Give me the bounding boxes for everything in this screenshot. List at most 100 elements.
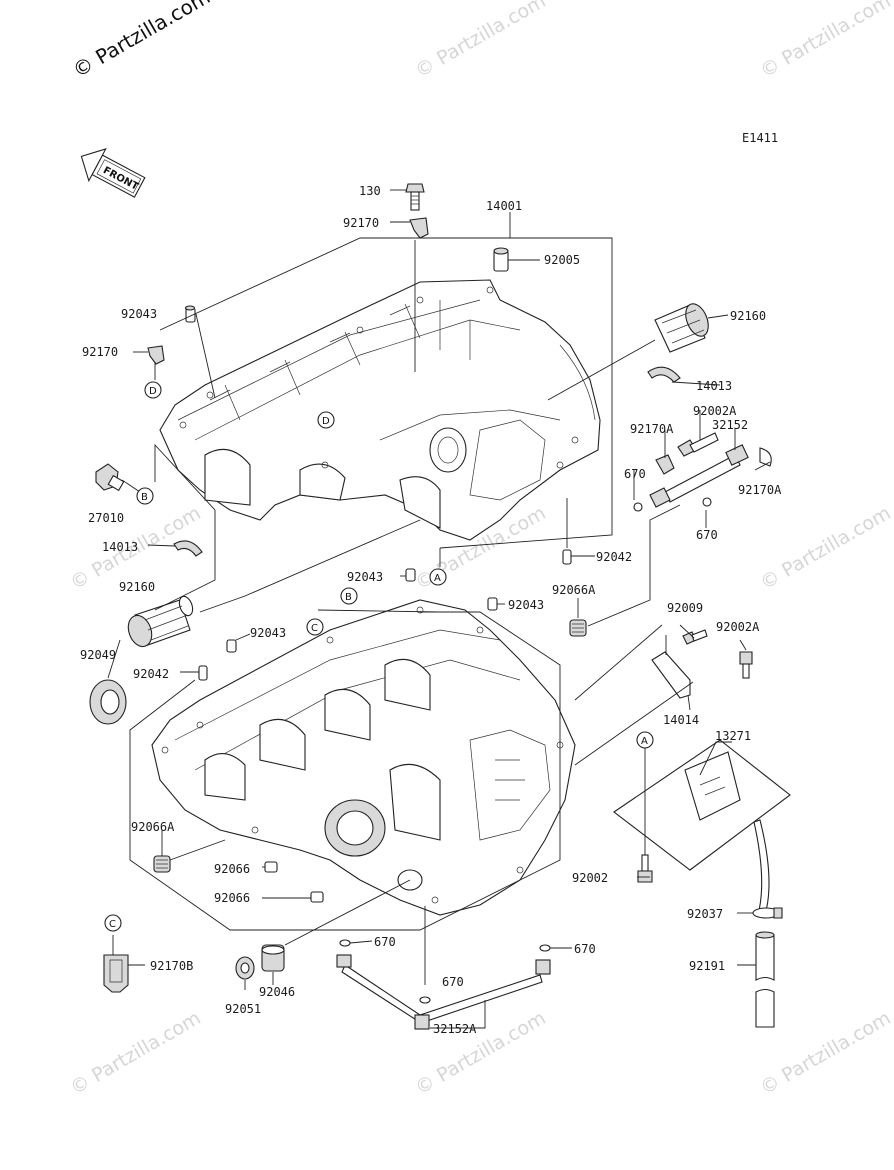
corner-watermark: © Partzilla.com xyxy=(69,0,215,82)
hose-92191-icon xyxy=(755,931,775,1028)
part-label-92042: 92042 xyxy=(596,550,632,564)
o-ring-670-icon xyxy=(539,944,551,952)
part-label-92005: 92005 xyxy=(544,253,580,267)
pipe-32152a-icon xyxy=(336,954,551,1030)
ref-circle-b-1: B xyxy=(136,487,154,505)
switch-27010-icon xyxy=(95,463,125,492)
ref-circle-a-2: A xyxy=(636,731,654,749)
part-label-92170a: 92170A xyxy=(630,422,674,436)
dowel-92042-right-icon xyxy=(562,549,572,565)
plug-92066-icon xyxy=(264,861,278,873)
part-label-92160: 92160 xyxy=(119,580,155,594)
plug-92066a-left-icon xyxy=(153,855,171,873)
part-label-92066a: 92066A xyxy=(131,820,175,834)
svg-text:B: B xyxy=(141,492,148,503)
part-label-92002a: 92002A xyxy=(716,620,760,634)
clamp-92037-icon xyxy=(752,907,783,919)
part-label-32152a: 32152A xyxy=(433,1022,477,1036)
bearing-92046-icon xyxy=(261,944,285,972)
svg-text:A: A xyxy=(641,736,648,747)
svg-text:C: C xyxy=(311,623,318,634)
clamp-92170-left-icon xyxy=(147,345,165,365)
bearing-92160-right-icon xyxy=(654,303,709,353)
clamp-92170a-right-icon xyxy=(759,447,772,467)
part-labels: 130 92170 14001 92005 92043 92160 92170 … xyxy=(80,184,782,1036)
dowel-92042-left-icon xyxy=(198,665,208,681)
part-label-92049: 92049 xyxy=(80,648,116,662)
watermark: © Partzilla.com xyxy=(757,1007,894,1099)
part-label-92042: 92042 xyxy=(133,667,169,681)
part-label-92066a: 92066A xyxy=(552,583,596,597)
part-label-92037: 92037 xyxy=(687,907,723,921)
svg-text:D: D xyxy=(149,386,157,397)
part-label-670: 670 xyxy=(442,975,464,989)
part-label-92043: 92043 xyxy=(508,598,544,612)
part-label-130: 130 xyxy=(359,184,381,198)
oil-seal-92049-icon xyxy=(89,679,127,725)
o-ring-670-icon xyxy=(702,497,712,507)
part-label-670: 670 xyxy=(574,942,596,956)
clamp-92170a-icon xyxy=(655,454,675,475)
part-label-92002: 92002 xyxy=(572,871,608,885)
part-label-670: 670 xyxy=(374,935,396,949)
collar-92051-icon xyxy=(235,956,255,980)
ref-circle-c-1: C xyxy=(306,618,324,636)
part-label-670: 670 xyxy=(696,528,718,542)
clamp-92170-icon xyxy=(409,217,429,239)
part-label-92002a: 92002A xyxy=(693,404,737,418)
part-label-32152: 32152 xyxy=(712,418,748,432)
part-label-14013: 14013 xyxy=(102,540,138,554)
watermark: © Partzilla.com xyxy=(412,0,550,82)
bolt-92002a-lower-icon xyxy=(739,651,753,679)
o-ring-670-icon xyxy=(339,939,351,947)
part-label-92051: 92051 xyxy=(225,1002,261,1016)
upper-crankcase xyxy=(159,279,601,541)
figure-code: E1411 xyxy=(742,131,778,145)
ref-circle-d-1: D xyxy=(144,381,162,399)
part-label-92066: 92066 xyxy=(214,862,250,876)
dowel-92043-mid-icon xyxy=(405,568,416,582)
part-label-14014: 14014 xyxy=(663,713,699,727)
plug-92066-lower-icon xyxy=(310,891,324,903)
pipe-32152-icon xyxy=(649,444,749,508)
o-ring-670-icon xyxy=(419,996,431,1004)
part-label-92170a: 92170A xyxy=(738,483,782,497)
dowel-92043-upper-icon xyxy=(184,305,196,323)
oil-strainer-13271-icon xyxy=(613,739,791,916)
svg-text:B: B xyxy=(345,592,352,603)
front-arrow-icon: FRONT xyxy=(80,148,146,198)
part-label-92066: 92066 xyxy=(214,891,250,905)
clamp-92170b-icon xyxy=(103,954,129,993)
plug-92066a-right-icon xyxy=(569,619,587,637)
part-label-13271: 13271 xyxy=(715,729,751,743)
ref-circle-a-1: A xyxy=(429,568,447,586)
bolt-130-icon xyxy=(405,183,425,211)
plate-14014-icon xyxy=(651,651,691,699)
lower-crankcase xyxy=(151,599,576,916)
part-label-27010: 27010 xyxy=(88,511,124,525)
part-label-14001: 14001 xyxy=(486,199,522,213)
part-label-92170b: 92170B xyxy=(150,959,193,973)
svg-text:A: A xyxy=(434,573,441,584)
dowel-92043-mid3-icon xyxy=(226,639,237,653)
bolt-92009-icon xyxy=(682,629,708,645)
part-label-92170: 92170 xyxy=(82,345,118,359)
watermark: © Partzilla.com xyxy=(67,1007,205,1099)
dowel-92043-mid2-icon xyxy=(487,597,498,611)
ref-circle-b-2: B xyxy=(340,587,358,605)
watermark: © Partzilla.com xyxy=(757,502,894,594)
svg-text:D: D xyxy=(322,416,330,427)
part-label-92009: 92009 xyxy=(667,601,703,615)
part-label-14013: 14013 xyxy=(696,379,732,393)
watermark: © Partzilla.com xyxy=(757,0,894,82)
bolt-92002-icon xyxy=(637,854,653,883)
o-ring-670-icon xyxy=(633,502,643,512)
bearing-92160-left-icon xyxy=(127,595,194,648)
half-ring-14013-left-icon xyxy=(173,540,203,557)
ref-circle-d-2: D xyxy=(317,411,335,429)
part-label-92170: 92170 xyxy=(343,216,379,230)
half-ring-14013-right-icon xyxy=(647,366,681,383)
part-label-92043: 92043 xyxy=(250,626,286,640)
part-label-670: 670 xyxy=(624,467,646,481)
